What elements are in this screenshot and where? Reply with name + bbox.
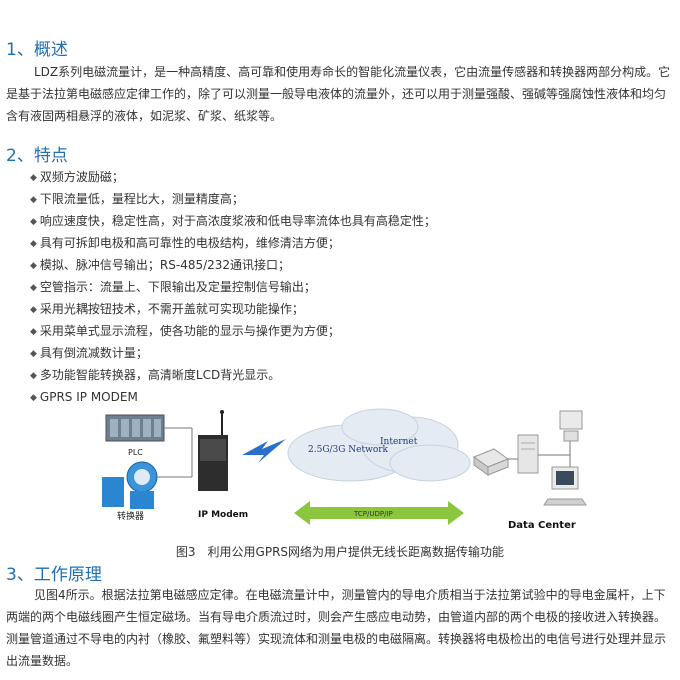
converter-label: 转换器 xyxy=(117,510,144,522)
tcp-arrow-icon xyxy=(294,501,464,525)
feature-item: ◆具有可拆卸电极和高可靠性的电极结构，维修清洁方便； xyxy=(30,236,340,250)
feature-item: ◆采用菜单式显示流程，使各功能的显示与操作更为方便； xyxy=(30,324,340,338)
feature-item: ◆采用光耦按钮技术，不需开盖就可实现功能操作； xyxy=(30,302,304,316)
internet-cloud-icon xyxy=(287,408,471,482)
feature-item: ◆响应速度快，稳定性高，对于高浓度浆液和低电导率流体也具有高稳定性； xyxy=(30,214,436,228)
network-label: 2.5G/3G Network xyxy=(308,445,389,455)
router-icon xyxy=(472,448,510,476)
feature-item: ◆双频方波励磁； xyxy=(30,170,124,184)
network-diagram: PLC 转换器 IP Modem 2.5G/3G Network Interne… xyxy=(102,408,587,531)
diamond-bullet-icon: ◆ xyxy=(30,349,37,359)
feature-item: ◆多功能智能转换器，高清晰度LCD背光显示。 xyxy=(30,368,281,382)
diamond-bullet-icon: ◆ xyxy=(30,195,37,205)
lightning-icon xyxy=(242,439,286,463)
computer-icon xyxy=(543,410,587,506)
figure-caption: 图3 利用公用GPRS网络为用户提供无线长距离数据传输功能 xyxy=(175,545,505,559)
feature-list: ◆双频方波励磁； ◆下限流量低，量程比大，测量精度高； ◆响应速度快，稳定性高，… xyxy=(30,166,436,408)
section3-paragraph: 见图4所示。根据法拉第电磁感应定律。在电磁流量计中，测量管内的导电介质相当于法拉… xyxy=(6,588,667,668)
section3-heading: 3、工作原理 xyxy=(6,565,102,585)
diamond-bullet-icon: ◆ xyxy=(30,393,37,403)
feature-item: ◆空管指示：流量上、下限输出及定量控制信号输出； xyxy=(30,280,316,294)
internet-label: Internet xyxy=(380,437,418,447)
feature-item: ◆GPRS IP MODEM xyxy=(30,390,138,404)
section1-heading: 1、概述 xyxy=(6,40,68,60)
data-center-label: Data Center xyxy=(508,520,576,531)
modem-label: IP Modem xyxy=(198,510,248,520)
diamond-bullet-icon: ◆ xyxy=(30,239,37,249)
diamond-bullet-icon: ◆ xyxy=(30,283,37,293)
diamond-bullet-icon: ◆ xyxy=(30,305,37,315)
feature-item: ◆具有倒流减数计量； xyxy=(30,346,148,360)
diamond-bullet-icon: ◆ xyxy=(30,173,37,183)
server-icon xyxy=(517,434,539,474)
protocol-label: TCP/UDP/IP xyxy=(353,510,393,518)
feature-item: ◆下限流量低，量程比大，测量精度高； xyxy=(30,192,244,206)
diamond-bullet-icon: ◆ xyxy=(30,327,37,337)
section1-paragraph: LDZ系列电磁流量计，是一种高精度、高可靠和使用寿命长的智能化流量仪表，它由流量… xyxy=(6,65,671,123)
flowmeter-icon xyxy=(102,461,158,509)
diamond-bullet-icon: ◆ xyxy=(30,261,37,271)
diamond-bullet-icon: ◆ xyxy=(30,217,37,227)
feature-item: ◆模拟、脉冲信号输出；RS-485/232通讯接口； xyxy=(30,258,291,272)
plc-device-icon xyxy=(105,414,165,442)
diamond-bullet-icon: ◆ xyxy=(30,371,37,381)
plc-label: PLC xyxy=(128,448,143,457)
modem-device-icon xyxy=(198,410,228,491)
section2-heading: 2、特点 xyxy=(6,146,68,166)
